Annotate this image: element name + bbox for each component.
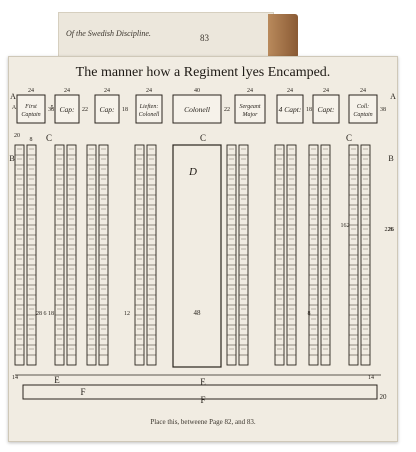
tent-label: Colonell [139,112,160,118]
row-number: 20 [14,133,20,139]
tent-side-number: 38 [380,107,386,113]
tent-number: 24 [287,88,293,94]
tent-number: 24 [28,88,34,94]
tent-label: Cap: [100,105,115,114]
marker-b-left: B [9,154,14,163]
row-number: 162 [341,223,350,229]
row-number: 28 [36,311,42,317]
tent-sergeant-major [234,94,266,124]
plate-title: The manner how a Regiment lyes Encamped. [75,65,331,80]
page-number: 83 [200,33,209,43]
fold-out-plate: The manner how a Regiment lyes Encamped.… [8,56,398,442]
tent-side-number: 22 [224,107,230,113]
book-binding-edge [268,14,298,58]
marker-a-right: A [390,92,396,101]
tent-first-captain [16,94,46,124]
tent-cap-1 [54,94,80,124]
marker-f-center: F [200,395,205,405]
tent-label: Colonell [184,105,210,114]
marker-a-left: A [10,92,16,101]
colonell-block-number: 48 [194,309,202,317]
row-number: 14 [368,375,374,381]
marker-d: D [188,166,197,178]
marker-c-left: C [46,133,52,143]
marker-c-center: C [200,133,206,143]
row-number: 18 [48,311,54,317]
colonell-quarters-block [172,144,222,368]
tent-colonells-captain [348,94,378,124]
tent-label: Captain [21,112,40,118]
tent-number: 24 [104,88,110,94]
tent-number: 24 [323,88,329,94]
tent-side-number: 22 [82,107,88,113]
row-number: 14 [12,375,18,381]
tent-label: Major [242,112,259,118]
running-head: Of the Swedish Discipline. [66,29,151,38]
tent-cap-4 [276,94,304,124]
tent-colonell [172,94,222,124]
row-number: 12 [124,311,130,317]
marker-e-center: E [200,377,206,387]
tent-cap-2 [94,94,120,124]
tent-number: 40 [194,88,200,94]
row-number: 8 [308,311,311,317]
band-f [22,384,378,400]
tent-label: Capt: [317,105,334,114]
tent-lieutenant-colonell [135,94,163,124]
tent-prefix: A [12,105,17,111]
tent-label: First [24,104,37,110]
marker-c-right: C [346,133,352,143]
marker-b-right: B [388,154,393,163]
footer-note: Place this, betweene Page 82, and 83. [150,418,256,426]
marker-f-left: F [80,387,85,397]
tent-cap-3 [312,94,340,124]
tent-side-number: 18 [306,107,312,113]
tent-label: Captain [353,112,372,118]
tent-number: 24 [360,88,366,94]
row-number: 6 [44,311,47,317]
tent-label: Sergeant [239,104,260,110]
end-number: 20 [380,393,388,401]
row-number: 8 [30,137,33,143]
tent-number: 24 [247,88,253,94]
tent-label: Coll: [357,104,369,110]
row-number: 226 [385,227,394,233]
tent-side-number: 38 [48,107,54,113]
tent-side-number: 18 [122,107,128,113]
tent-label: 4 Capt: [279,105,302,114]
tent-label: Lieften: [139,103,159,110]
tent-number: 24 [64,88,70,94]
row-number: 26 [388,227,394,233]
tent-number: 24 [146,88,152,94]
tent-label: Cap: [60,105,75,114]
tent-prefix: 5 [51,105,54,111]
marker-e-left: E [54,375,60,385]
